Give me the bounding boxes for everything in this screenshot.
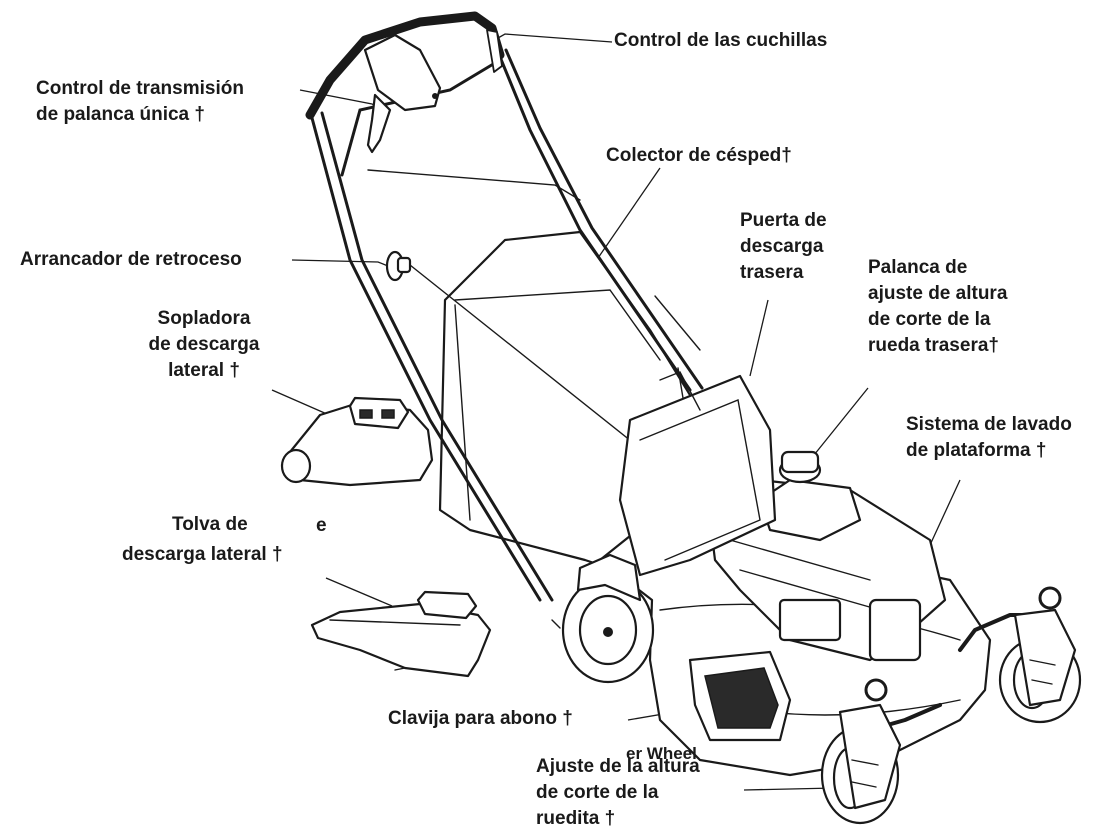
label-recoil-starter: Arrancador de retroceso xyxy=(20,249,242,270)
leader-chute xyxy=(325,577,393,607)
label-blade-control: Control de las cuchillas xyxy=(614,30,828,51)
label-grass-bag: Colector de césped† xyxy=(606,145,792,166)
leader-height-lever xyxy=(809,387,869,461)
leader-blade-control xyxy=(497,33,613,43)
rear-discharge-door xyxy=(618,371,777,577)
label-rear-discharge-door: Puerta de descarga trasera xyxy=(740,210,827,283)
leader-rear-door xyxy=(749,299,769,377)
rear-wheel xyxy=(561,553,655,684)
label-side-discharge-chute-line1: Tolva de xyxy=(172,514,248,535)
side-discharge-blower xyxy=(280,396,434,487)
front-caster-left xyxy=(820,678,902,825)
leader-caster-height xyxy=(743,787,836,791)
label-caster-height: Ajuste de la altura de corte de la ruedi… xyxy=(536,756,700,829)
leader-deck-wash xyxy=(929,479,961,546)
label-rear-height-lever: Palanca de ajuste de altura de corte de … xyxy=(868,257,1008,356)
label-overlap-text: er Wheel xyxy=(626,744,697,763)
label-transmission-control: Control de transmisión de palanca única … xyxy=(36,78,244,125)
control-box xyxy=(363,29,503,154)
side-discharge-chute xyxy=(310,590,492,678)
label-side-discharge-chute-e: e xyxy=(316,515,327,536)
label-mulch-plug: Clavija para abono † xyxy=(388,708,573,729)
label-side-discharge-chute-line2: descarga lateral † xyxy=(122,544,283,565)
leader-grass-bag xyxy=(597,167,661,259)
leader-recoil-starter xyxy=(291,259,389,267)
engine xyxy=(708,450,947,662)
label-deck-wash: Sistema de lavado de plataforma † xyxy=(906,414,1072,461)
front-caster-right xyxy=(998,586,1082,724)
label-side-discharge-blower: Sopladora de descarga lateral † xyxy=(148,308,260,381)
